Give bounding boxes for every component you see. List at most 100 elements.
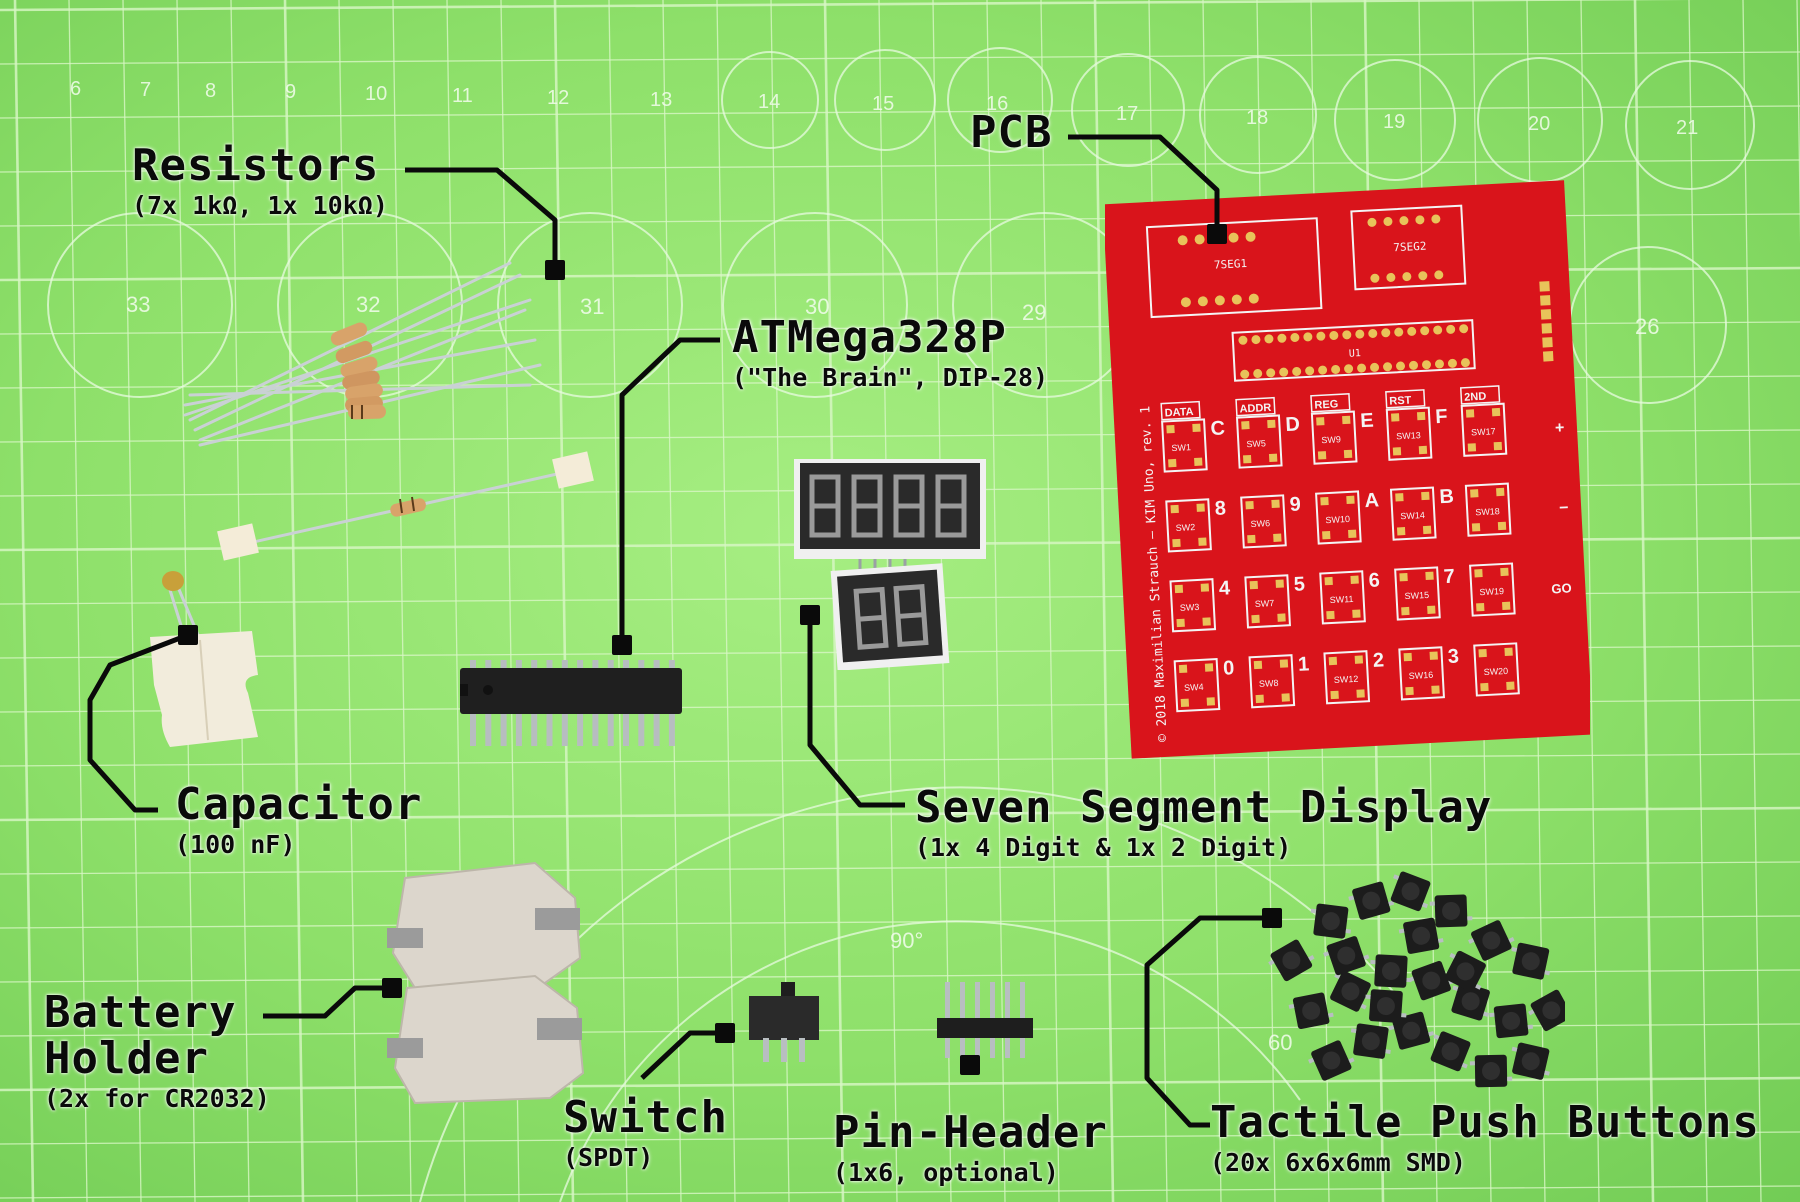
mat-number: 8 (205, 80, 216, 102)
leader-marker (612, 635, 632, 655)
label-subtitle: (1x 4 Digit & 1x 2 Digit) (915, 833, 1292, 863)
mat-number: 21 (1676, 117, 1698, 139)
leader-battery (263, 985, 392, 1019)
push-button (1323, 936, 1370, 976)
pcb-ref: 7SEG1 (1214, 257, 1248, 272)
leader-marker (715, 1023, 735, 1043)
pcb-mark: − (1559, 499, 1569, 516)
pcb-hex-letter: 3 (1447, 645, 1459, 668)
push-button (1390, 871, 1431, 912)
pcb-hex-letter: F (1435, 406, 1448, 429)
pcb-switch-ref: SW20 (1483, 666, 1508, 677)
pcb-hex-letter: C (1210, 417, 1226, 440)
push-button (1511, 1042, 1550, 1080)
pcb-ref: 7SEG2 (1393, 240, 1427, 255)
resistors-photo (183, 261, 594, 561)
push-button (1350, 1023, 1391, 1059)
label-title: Holder (44, 1033, 209, 1085)
mat-number: 18 (1246, 107, 1268, 129)
label-title: PCB (970, 107, 1053, 158)
pcb-hex-letter: 7 (1443, 566, 1455, 589)
leader-marker (178, 625, 198, 645)
pcb-switch-ref: SW3 (1180, 602, 1200, 613)
pcb-hex-letter: 9 (1289, 493, 1301, 516)
push-button (1268, 939, 1315, 982)
push-button (1528, 989, 1565, 1032)
label-battery: Battery Holder (2x for CR2032) (44, 989, 270, 1114)
label-subtitle: (SPDT) (563, 1143, 654, 1173)
leader-marker (382, 978, 402, 998)
label-title: Switch (563, 1092, 728, 1143)
mat-number: 30 (805, 294, 829, 319)
push-button (1310, 903, 1351, 939)
mat-angle: 90° (890, 928, 923, 953)
pcb-key-label: REG (1314, 398, 1338, 411)
label-subtitle: (7x 1kΩ, 1x 10kΩ) (132, 191, 388, 221)
label-atmega: ATMega328P ("The Brain", DIP-28) (732, 312, 1049, 393)
pcb-hex-letter: 0 (1223, 657, 1235, 680)
mat-angle-marks: 90° 60 (890, 928, 1292, 1055)
pcb-ref: U1 (1349, 348, 1362, 360)
push-button (1348, 881, 1395, 920)
mat-angle: 60 (1268, 1030, 1292, 1055)
pcb-switch-ref: SW14 (1400, 510, 1425, 521)
pcb-switch-ref: SW13 (1396, 430, 1421, 441)
label-subtitle: ("The Brain", DIP-28) (732, 363, 1049, 393)
label-title: Tactile Push Buttons (1210, 1097, 1760, 1148)
label-subtitle: (100 nF) (175, 830, 296, 860)
pcb-hex-letter: 2 (1372, 649, 1384, 672)
push-button (1469, 1054, 1513, 1088)
leader-marker (1262, 908, 1282, 928)
pcb-hex-letter: 1 (1297, 653, 1309, 676)
mat-number: 19 (1383, 111, 1405, 133)
label-title: Capacitor (175, 779, 423, 830)
mat-number: 20 (1528, 113, 1550, 135)
leader-capacitor (87, 632, 189, 813)
resistor-bodies (330, 322, 426, 517)
push-buttons-photo (1268, 871, 1565, 1088)
pcb-hex-letter: 8 (1214, 497, 1226, 520)
pcb-switch-ref: SW4 (1184, 682, 1204, 693)
pcb-key-label: 2ND (1464, 391, 1487, 404)
pcb-hex-letter: 5 (1293, 573, 1305, 596)
label-buttons: Tactile Push Buttons (20x 6x6x6mm SMD) (1210, 1097, 1760, 1176)
leader-marker (1207, 224, 1227, 244)
label-pcb: PCB (970, 107, 1053, 158)
mat-number: 17 (1116, 103, 1138, 125)
push-button (1468, 920, 1515, 961)
leader-resistors (405, 167, 558, 268)
mat-number: 12 (547, 87, 569, 109)
switch-photo (749, 982, 819, 1062)
push-button (1451, 982, 1490, 1021)
pin-header-photo (937, 982, 1033, 1058)
pcb-board (1105, 180, 1590, 759)
pcb-switch-ref: SW19 (1479, 586, 1504, 597)
mat-number: 26 (1635, 314, 1659, 339)
mat-number: 33 (126, 292, 150, 317)
pcb-switch-ref: SW5 (1246, 438, 1266, 449)
push-button (1365, 989, 1407, 1023)
pcb-hex-letter: E (1360, 410, 1374, 433)
label-subtitle: (2x for CR2032) (44, 1084, 270, 1114)
battery-holder-photo (387, 861, 585, 1105)
pcb-hex-letter: A (1364, 489, 1380, 512)
push-button (1398, 917, 1444, 954)
label-seven-segment: Seven Segment Display (1x 4 Digit & 1x 2… (915, 782, 1493, 863)
push-button (1430, 1031, 1471, 1072)
pcb-hex-letter: D (1285, 413, 1301, 436)
push-button (1288, 992, 1334, 1030)
label-title: ATMega328P (732, 312, 1007, 363)
leader-marker (800, 605, 820, 625)
pcb-hex-letter: 6 (1368, 569, 1380, 592)
label-title: Pin-Header (833, 1107, 1108, 1158)
pcb-switch-ref: SW15 (1404, 590, 1429, 601)
label-title: Seven Segment Display (915, 782, 1493, 833)
label-subtitle: (1x6, optional) (833, 1158, 1059, 1188)
leader-pcb (1068, 134, 1220, 232)
push-button (1388, 1011, 1435, 1050)
leader-marker (545, 260, 565, 280)
push-button (1308, 1040, 1355, 1081)
